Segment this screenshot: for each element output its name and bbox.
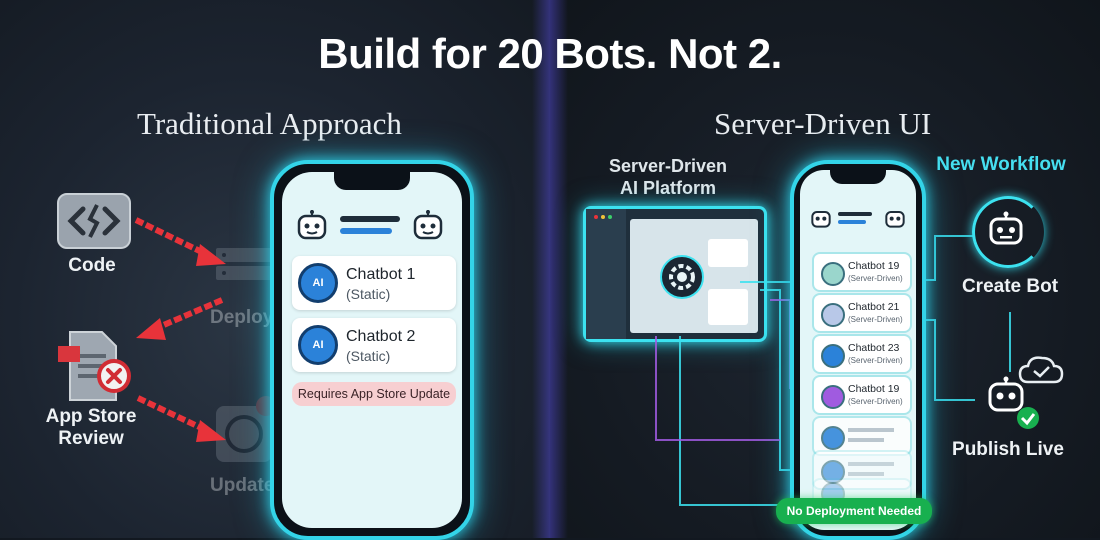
chatbot-name: Chatbot 19 xyxy=(848,260,900,272)
create-bot-ring xyxy=(972,196,1044,268)
chatbot-name: Chatbot 1 xyxy=(346,266,416,283)
arrow-code-to-deploy xyxy=(134,217,226,266)
chatbot-type: (Server-Driven) xyxy=(848,274,903,283)
right-phone-screen: Chatbot 19 (Server-Driven) Chatbot 21 (S… xyxy=(800,170,916,530)
dashboard-sidebar xyxy=(586,209,626,339)
ai-badge-icon: AI xyxy=(298,263,338,303)
gear-ai-icon xyxy=(660,255,704,299)
cloud-check-icon xyxy=(1018,354,1064,389)
step-code-label: Code xyxy=(68,255,116,276)
phone-notch xyxy=(830,170,886,184)
left-phone-screen: AI Chatbot 1 (Static) AI Chatbot 2 (Stat… xyxy=(282,172,462,528)
bot-avatar-icon xyxy=(821,303,845,327)
publish-live-label: Publish Live xyxy=(952,439,1064,460)
page-title: Build for 20 Bots. Not 2. xyxy=(318,30,782,77)
chatbot-type: (Static) xyxy=(346,286,391,302)
server-driven-card[interactable]: Chatbot 21 (Server-Driven) xyxy=(814,295,910,331)
platform-label: Server-Driven AI Platform xyxy=(608,156,728,198)
chatbot-name: Chatbot 23 xyxy=(848,342,900,354)
step-deploy-label: Deploy xyxy=(210,307,274,328)
requires-update-badge: Requires App Store Update xyxy=(292,382,456,406)
left-phone: AI Chatbot 1 (Static) AI Chatbot 2 (Stat… xyxy=(270,160,474,540)
server-driven-card[interactable]: Chatbot 19 (Server-Driven) xyxy=(814,377,910,413)
chatbot-card[interactable]: AI Chatbot 2 (Static) xyxy=(292,318,456,372)
header-line xyxy=(340,228,392,234)
chatbot-type: (Static) xyxy=(346,348,391,364)
right-heading: Server-Driven UI xyxy=(714,106,932,141)
chatbot-type: (Server-Driven) xyxy=(848,356,903,365)
server-icon xyxy=(214,238,274,298)
robot-icon xyxy=(810,208,832,233)
ai-badge-icon: AI xyxy=(298,325,338,365)
robot-icon xyxy=(412,210,444,245)
left-heading: Traditional Approach xyxy=(137,106,402,141)
code-icon xyxy=(57,193,131,249)
workflow-label: New Workflow xyxy=(936,154,1066,175)
chatbot-name: Chatbot 2 xyxy=(346,328,416,345)
no-deployment-badge: No Deployment Needed xyxy=(776,498,932,524)
header-line xyxy=(340,216,400,222)
chatbot-name: Chatbot 19 xyxy=(848,383,900,395)
document-rejected-icon xyxy=(58,328,138,404)
right-phone: Chatbot 19 (Server-Driven) Chatbot 21 (S… xyxy=(790,160,926,540)
chatbot-card[interactable]: AI Chatbot 1 (Static) xyxy=(292,256,456,310)
chatbot-name: Chatbot 21 xyxy=(848,301,900,313)
bot-avatar-icon xyxy=(821,344,845,368)
server-driven-card[interactable]: Chatbot 23 (Server-Driven) xyxy=(814,336,910,372)
bot-avatar-icon xyxy=(821,385,845,409)
create-robot-icon xyxy=(988,211,1024,252)
phone-notch xyxy=(334,172,410,190)
placeholder-card xyxy=(814,418,910,454)
arrow-deploy-to-review xyxy=(136,297,224,340)
platform-dashboard xyxy=(583,206,767,342)
chatbot-type: (Server-Driven) xyxy=(848,315,903,324)
step-review-label: App Store Review xyxy=(45,406,137,449)
chatbot-type: (Server-Driven) xyxy=(848,397,903,406)
create-bot-label: Create Bot xyxy=(961,276,1059,297)
step-update-label: Update xyxy=(210,475,275,496)
arrow-review-to-update xyxy=(136,395,226,442)
robot-icon xyxy=(884,208,906,233)
robot-icon xyxy=(296,210,328,245)
server-driven-card[interactable]: Chatbot 19 (Server-Driven) xyxy=(814,254,910,290)
divider-glow xyxy=(532,0,568,538)
bot-avatar-icon xyxy=(821,262,845,286)
publish-robot-icon xyxy=(984,376,1040,437)
